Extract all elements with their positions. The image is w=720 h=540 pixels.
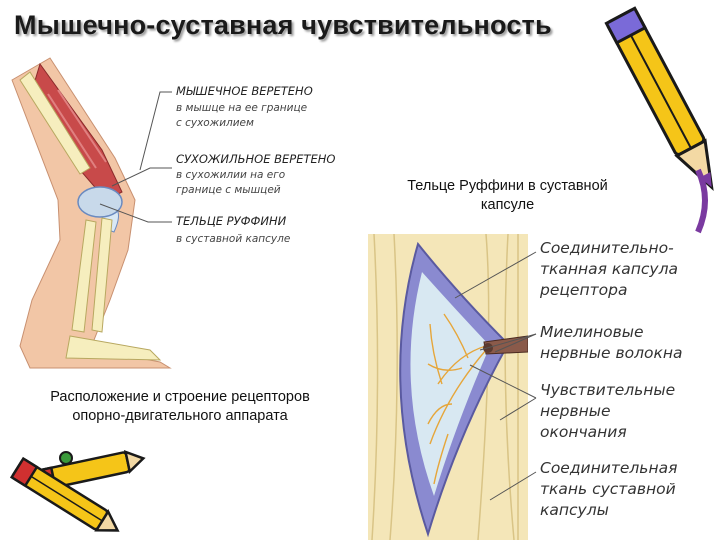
muscle-spindle-desc: в мышце на ее границе с сухожилием [176,101,307,131]
muscle-spindle-desc-line1: в мышце на ее границе [176,102,308,114]
ruffini-corpuscle-illustration [368,234,528,540]
receptors-caption-line1: Расположение и строение рецепторов [50,389,310,405]
receptors-caption-line2: опорно-двигательного аппарата [72,408,288,424]
muscle-spindle-desc-line2: с сухожилием [176,117,254,129]
tendon-spindle-desc-line1: в сухожилии на его [176,169,286,181]
sensory-endings-label-line3: окончания [540,423,627,441]
myelin-label-line1: Миелиновые [540,323,644,341]
muscle-spindle-label: МЫШЕЧНОЕ ВЕРЕТЕНО [176,84,313,98]
joint-tissue-label: Соединительная ткань суставной капсулы [540,458,677,521]
myelin-label: Миелиновые нервные волокна [540,322,682,364]
ruffini-label: ТЕЛЬЦЕ РУФФИНИ [176,214,287,228]
tendon-spindle-desc-line2: границе с мышцей [176,184,281,196]
capsule-label-line1: Соединительно- [540,239,674,257]
page-title: Мышечно-суставная чувствительность [14,10,552,40]
capsule-label-line2: тканная капсула [540,260,679,278]
joint-tissue-label-line2: ткань суставной [540,480,676,498]
ruffini-desc: в суставной капсуле [176,233,291,245]
pencil-icon [604,6,714,234]
receptors-caption: Расположение и строение рецепторов опорн… [4,388,356,426]
leg-illustration [11,57,172,369]
ruffini-caption-line2: капсуле [480,197,535,213]
capsule-label: Соединительно- тканная капсула рецептора [540,238,678,301]
sensory-endings-label-line1: Чувствительные [540,381,676,399]
ruffini-caption-line1: Тельце Руффини в суставной [407,178,608,194]
capsule-label-line3: рецептора [540,281,628,299]
sensory-endings-label: Чувствительные нервные окончания [540,380,675,443]
myelin-label-line2: нервные волокна [540,344,683,362]
joint-tissue-label-line1: Соединительная [540,459,678,477]
sensory-endings-label-line2: нервные [540,402,611,420]
joint-tissue-label-line3: капсулы [540,501,609,519]
ruffini-caption: Тельце Руффини в суставной капсуле [375,177,640,215]
tendon-spindle-label: СУХОЖИЛЬНОЕ ВЕРЕТЕНО [176,152,336,166]
pencils-icon [9,450,146,532]
tendon-spindle-desc: в сухожилии на его границе с мышцей [176,168,285,198]
